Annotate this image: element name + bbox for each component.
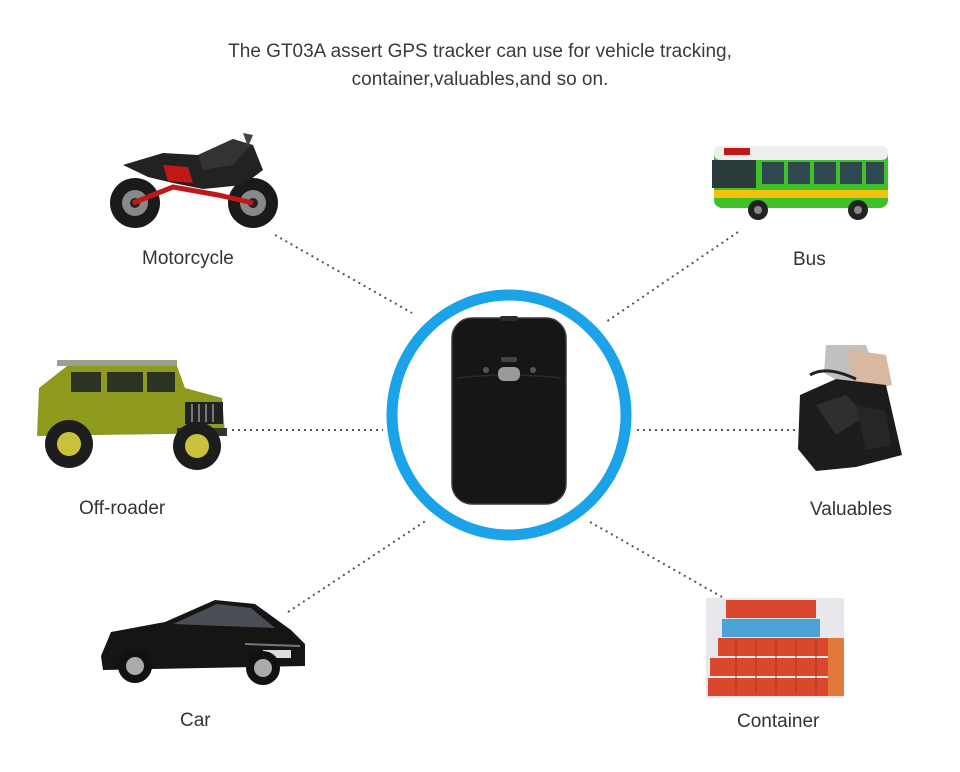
label-valuables: Valuables <box>810 499 893 520</box>
headline: The GT03A assert GPS tracker can use for… <box>0 38 960 94</box>
tracker-body <box>451 316 567 505</box>
label-motorcycle: Motorcycle <box>142 248 234 269</box>
headline-line-1: The GT03A assert GPS tracker can use for… <box>228 41 732 62</box>
motorcycle-icon <box>110 133 278 228</box>
car-icon <box>101 600 305 685</box>
label-offroader: Off-roader <box>79 498 166 519</box>
handbag-icon <box>798 345 902 471</box>
gps-tracker-device <box>386 289 632 541</box>
label-bus: Bus <box>793 249 826 270</box>
label-container: Container <box>737 711 820 732</box>
connector-container <box>589 521 723 598</box>
label-car: Car <box>180 710 211 731</box>
connector-motorcycle <box>274 234 413 314</box>
jeep-icon <box>37 360 227 470</box>
connector-bus <box>605 231 739 323</box>
shipping-container-icon <box>706 598 844 698</box>
bus-icon <box>712 146 888 220</box>
headline-line-2: container,valuables,and so on. <box>351 69 609 90</box>
connector-car <box>287 519 428 613</box>
